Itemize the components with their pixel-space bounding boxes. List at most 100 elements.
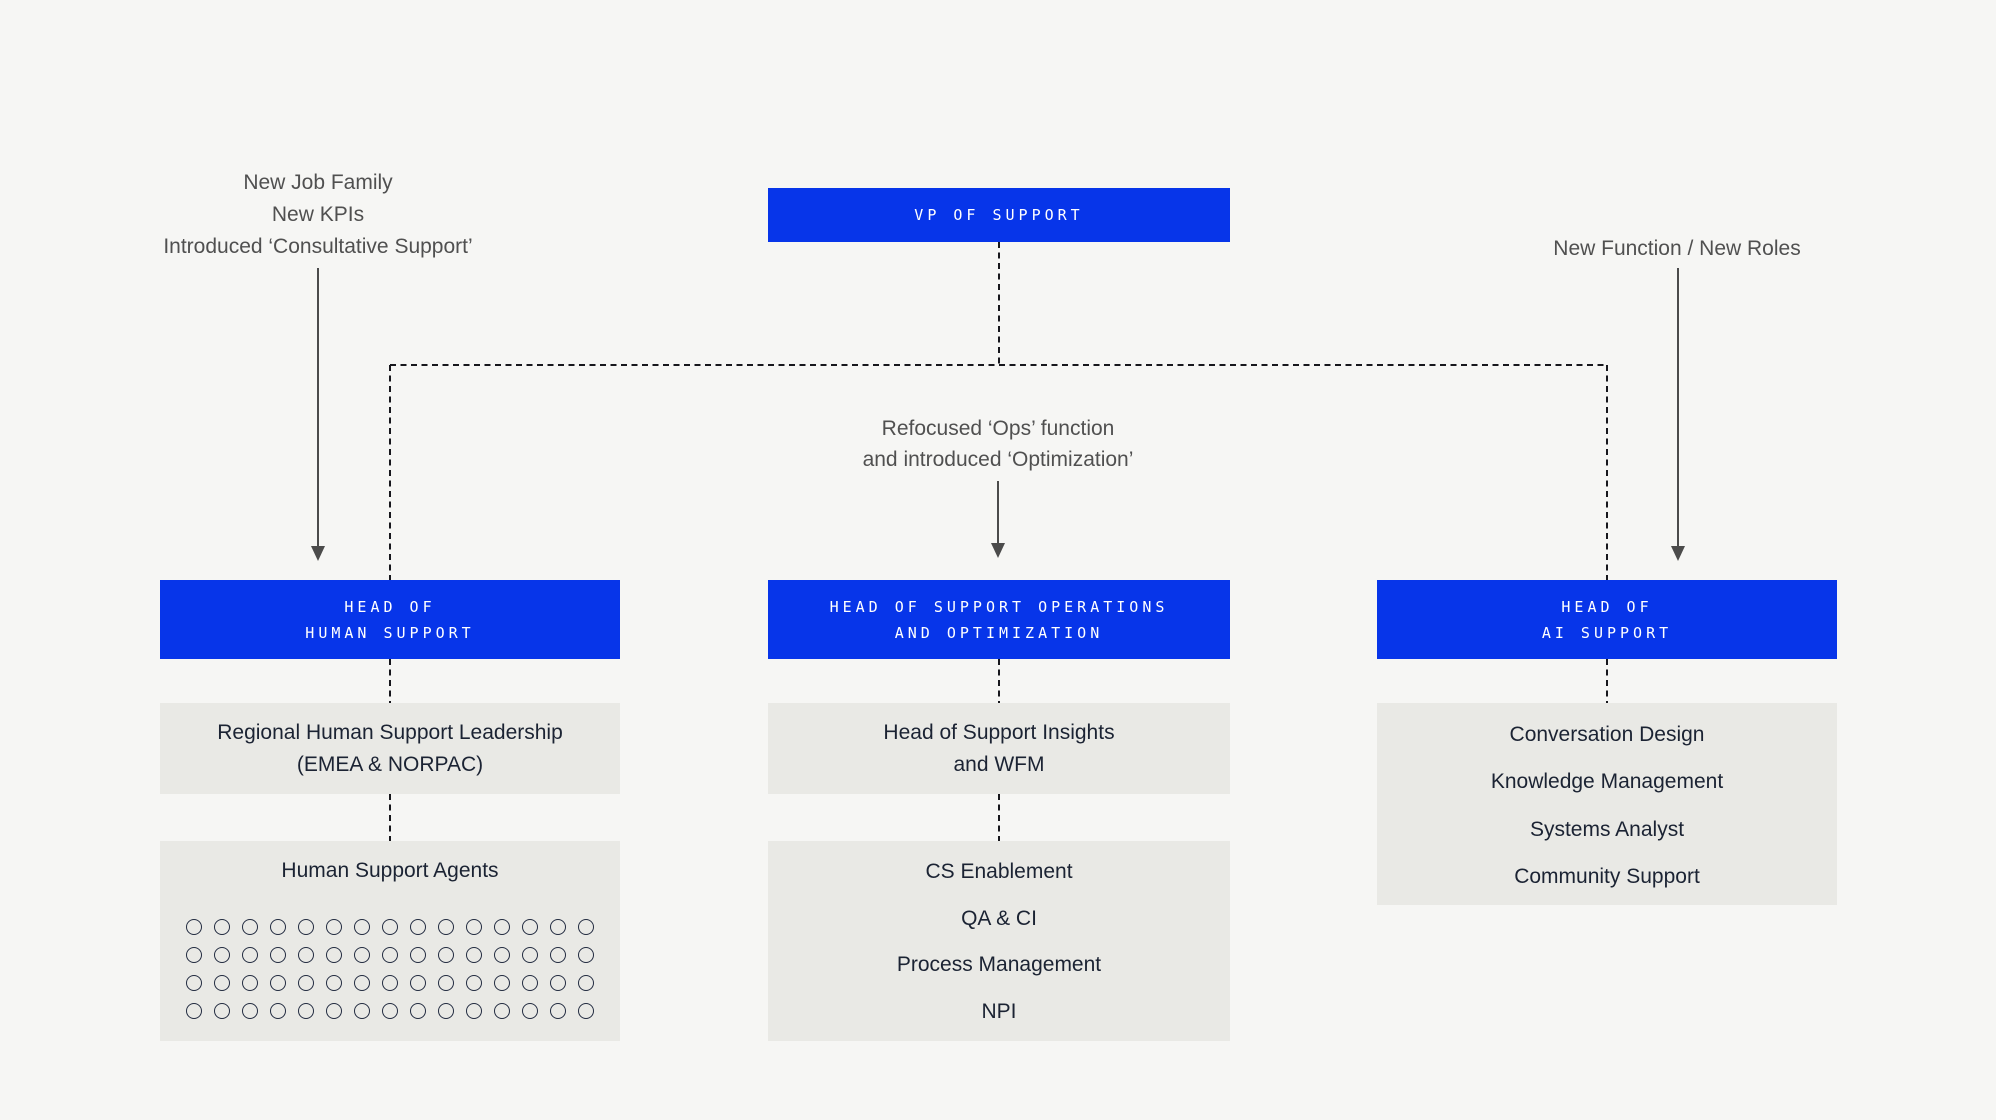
agent-dot (214, 947, 230, 963)
annotation-left: New Job Family New KPIs Introduced ‘Cons… (18, 167, 618, 263)
team-list-item: Knowledge Management (1490, 770, 1724, 794)
team-list-item: Systems Analyst (1529, 817, 1685, 841)
agent-dot (438, 975, 454, 991)
node-label-line: AND OPTIMIZATION (894, 623, 1104, 642)
agent-dot (214, 1003, 230, 1019)
annotation-line: New Function / New Roles (1553, 237, 1801, 260)
left-annotation-arrow (311, 268, 325, 561)
agent-dot (242, 947, 258, 963)
node-ai-teams-list: Conversation Design Knowledge Management… (1377, 703, 1837, 905)
node-ops-teams-list: CS Enablement QA & CI Process Management… (768, 841, 1230, 1041)
agent-dot-grid (186, 919, 594, 1019)
node-support-insights-wfm: Head of Support Insights and WFM (768, 703, 1230, 794)
agent-dot (410, 947, 426, 963)
agent-dot (382, 975, 398, 991)
annotation-line: New Job Family (243, 171, 393, 194)
team-list-item: CS Enablement (925, 860, 1073, 883)
agent-dot (578, 1003, 594, 1019)
agent-dot (242, 1003, 258, 1019)
agent-dot (466, 975, 482, 991)
agent-dot (494, 975, 510, 991)
agent-dot (242, 975, 258, 991)
node-vp-of-support: VP OF SUPPORT (768, 188, 1230, 242)
node-human-support-agents: Human Support Agents (160, 841, 620, 1041)
annotation-middle: Refocused ‘Ops’ function and introduced … (698, 413, 1298, 475)
team-list-item: NPI (981, 999, 1017, 1023)
node-label: VP OF SUPPORT (914, 206, 1084, 224)
agent-dot (578, 975, 594, 991)
agent-dot (438, 919, 454, 935)
agent-dot (578, 919, 594, 935)
agent-dot-row (186, 919, 594, 935)
agent-dot (270, 947, 286, 963)
node-label-line: HUMAN SUPPORT (305, 623, 475, 642)
agent-dot (578, 947, 594, 963)
agent-dot (466, 1003, 482, 1019)
team-list-item: Community Support (1514, 864, 1700, 888)
node-label: Human Support Agents (281, 859, 499, 882)
agent-dot (522, 1003, 538, 1019)
agent-dot-row (186, 1003, 594, 1019)
agent-dot (410, 975, 426, 991)
agent-dot (298, 1003, 314, 1019)
agent-dot (382, 1003, 398, 1019)
annotation-right: New Function / New Roles (1377, 236, 1977, 261)
agent-dot-row (186, 947, 594, 963)
team-list-item: Process Management (896, 953, 1102, 977)
agent-dot (466, 919, 482, 935)
agent-dot (270, 919, 286, 935)
agent-dot (466, 947, 482, 963)
agent-dot (214, 919, 230, 935)
agent-dot (522, 919, 538, 935)
node-head-ai-support: HEAD OF AI SUPPORT (1377, 580, 1837, 659)
agent-dot (438, 1003, 454, 1019)
agent-dot (242, 919, 258, 935)
agent-dot (410, 1003, 426, 1019)
agent-dot (522, 975, 538, 991)
agent-dot (326, 919, 342, 935)
agent-dot (326, 1003, 342, 1019)
agent-dot (550, 919, 566, 935)
agent-dot (186, 947, 202, 963)
agent-dot (326, 947, 342, 963)
agent-dot (550, 947, 566, 963)
agent-dot (354, 975, 370, 991)
node-label-line: Head of Support Insights (883, 720, 1115, 744)
node-label-line: Regional Human Support Leadership (217, 720, 563, 744)
agent-dot-row (186, 975, 594, 991)
annotation-line: and introduced ‘Optimization’ (862, 448, 1134, 471)
agent-dot (270, 1003, 286, 1019)
agent-dot (550, 1003, 566, 1019)
right-annotation-arrow (1671, 268, 1685, 561)
agent-dot (494, 919, 510, 935)
agent-dot (214, 975, 230, 991)
agent-dot (522, 947, 538, 963)
node-label-line: (EMEA & NORPAC) (296, 752, 484, 776)
team-list-item: QA & CI (961, 906, 1037, 930)
agent-dot (494, 1003, 510, 1019)
agent-dot (298, 919, 314, 935)
node-label-line: HEAD OF (1561, 597, 1653, 616)
agent-dot (494, 947, 510, 963)
agent-dot (354, 1003, 370, 1019)
annotation-line: Introduced ‘Consultative Support’ (163, 235, 473, 258)
node-label-line: HEAD OF (344, 597, 436, 616)
agent-dot (326, 975, 342, 991)
agent-dot (186, 1003, 202, 1019)
annotation-line: Refocused ‘Ops’ function (881, 417, 1115, 440)
agent-dot (382, 919, 398, 935)
middle-annotation-arrow (991, 481, 1005, 558)
agent-dot (410, 919, 426, 935)
annotation-line: New KPIs (271, 203, 365, 226)
node-head-human-support: HEAD OF HUMAN SUPPORT (160, 580, 620, 659)
agent-dot (298, 975, 314, 991)
node-label-line: HEAD OF SUPPORT OPERATIONS (829, 597, 1169, 616)
node-label-line: and WFM (953, 752, 1045, 776)
agent-dot (298, 947, 314, 963)
agent-dot (354, 947, 370, 963)
team-list-item: Conversation Design (1509, 723, 1705, 746)
agent-dot (186, 919, 202, 935)
agent-dot (186, 975, 202, 991)
agent-dot (438, 947, 454, 963)
